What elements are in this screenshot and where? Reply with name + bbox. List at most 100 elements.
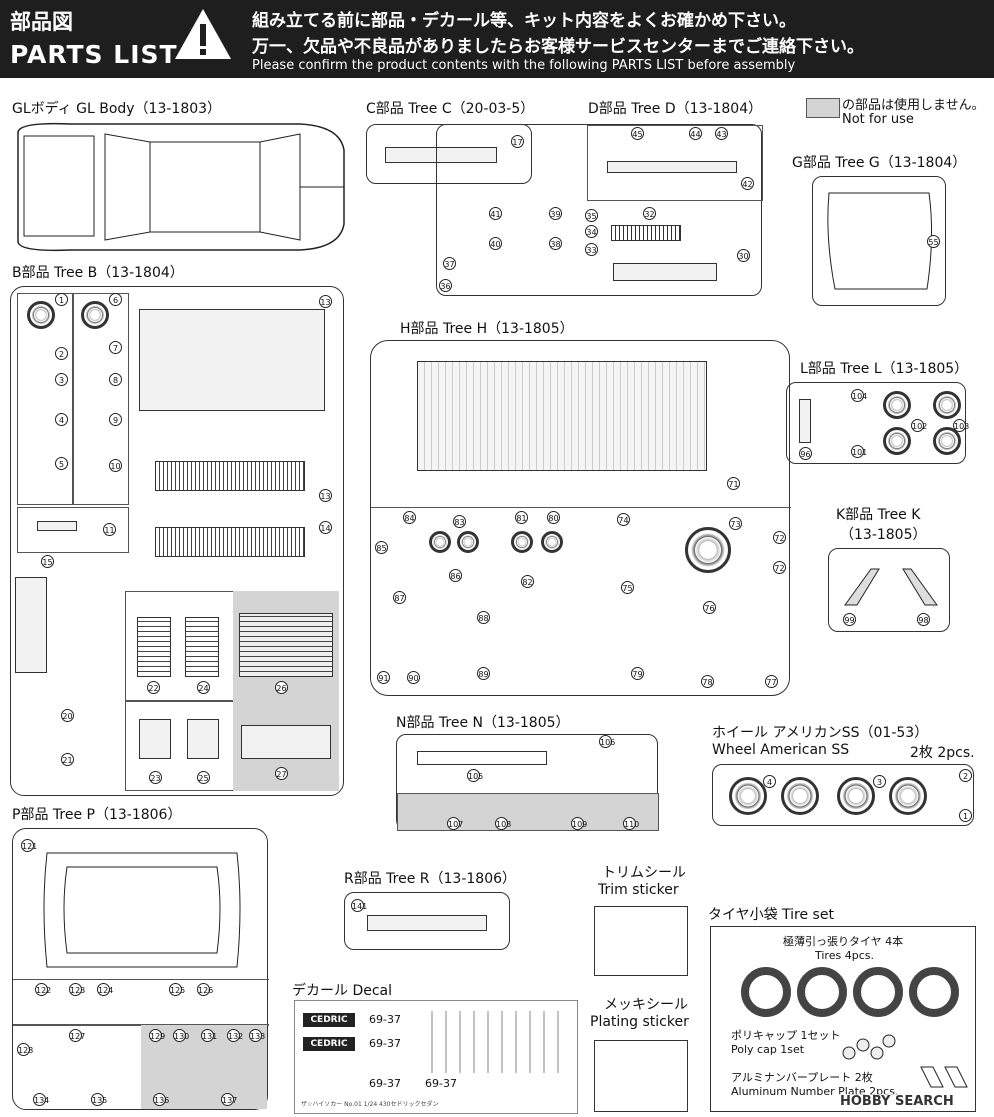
part-number: 123 <box>69 983 85 996</box>
part-number: 2 <box>55 347 68 360</box>
part-number: 4 <box>55 413 68 426</box>
tree-c-frame: 17 <box>366 124 532 184</box>
part-number: 132 <box>227 1029 243 1042</box>
part-seat <box>185 617 219 677</box>
decal-marks <box>425 1011 565 1073</box>
part-number: 129 <box>149 1029 165 1042</box>
trim-sticker-en: Trim sticker <box>598 882 679 898</box>
part-number: 79 <box>631 667 644 680</box>
polycap-icon <box>842 1034 896 1060</box>
tree-label-g: G部品 Tree G（13-1804） <box>792 155 967 171</box>
part-number: 127 <box>69 1029 85 1042</box>
part-number: 2 <box>959 769 972 782</box>
part-number: 96 <box>799 447 812 460</box>
part-number: 109 <box>571 817 587 830</box>
part-number: 98 <box>917 613 930 626</box>
decal-plate: 69-37 <box>369 1077 401 1090</box>
part-number: 87 <box>393 591 406 604</box>
tree-label-h: H部品 Tree H（13-1805） <box>400 321 574 337</box>
part-wheel <box>729 777 767 815</box>
part-number: 90 <box>407 671 420 684</box>
part-number: 9 <box>109 413 122 426</box>
part-number: 121 <box>21 839 37 852</box>
part-number: 88 <box>477 611 490 624</box>
part-number: 23 <box>149 771 162 784</box>
part-small <box>37 521 77 531</box>
part-bar <box>417 751 547 765</box>
part-number: 104 <box>851 389 867 402</box>
tree-label-b: B部品 Tree B（13-1804） <box>12 265 184 281</box>
part-number: 76 <box>703 601 716 614</box>
numberplate-jp: アルミナンバープレート 2枚 <box>731 1071 873 1084</box>
part-number: 30 <box>737 249 750 262</box>
part-number: 75 <box>621 581 634 594</box>
numberplate-icon <box>920 1066 968 1088</box>
part-number: 3 <box>873 775 886 788</box>
part-number: 103 <box>953 419 969 432</box>
part-number: 106 <box>599 735 615 748</box>
part-number: 8 <box>109 373 122 386</box>
part-tire <box>797 967 847 1017</box>
part-number: 72 <box>773 531 786 544</box>
header-bar: 部品図 PARTS LIST 組み立てる前に部品・デカール等、キット内容をよくお… <box>0 0 994 78</box>
tree-r-frame: 141 <box>344 892 510 950</box>
part-number: 125 <box>169 983 185 996</box>
part-number: 25 <box>197 771 210 784</box>
tree-n-frame: 105 106 107 108 109 110 <box>396 734 659 831</box>
part-number: 38 <box>549 237 562 250</box>
trim-sticker-sheet <box>594 906 688 976</box>
not-for-use-area <box>397 793 659 831</box>
part-seat-back <box>139 719 171 759</box>
part-wheel <box>883 427 911 455</box>
part-number: 78 <box>701 675 714 688</box>
part-grille-front <box>613 263 717 281</box>
part-number: 55 <box>927 235 940 248</box>
part-number: 34 <box>585 225 598 238</box>
part-number: 74 <box>617 513 630 526</box>
page-title-jp: 部品図 <box>10 10 73 34</box>
part-chassis <box>417 361 707 471</box>
part-roof <box>43 852 241 968</box>
part-side-panel <box>15 577 47 673</box>
part-number: 27 <box>275 767 288 780</box>
polycap-en: Poly cap 1set <box>731 1043 805 1056</box>
part-number: 37 <box>443 257 456 270</box>
tree-b-frame: 1 2 3 4 5 6 7 8 9 10 13 11 13 14 15 20 2… <box>10 286 344 796</box>
wheel-frame: 4 3 2 1 <box>712 764 974 826</box>
decal-logo-cedric: CEDRIC <box>303 1037 355 1051</box>
part-number: 107 <box>447 817 463 830</box>
part-number: 39 <box>549 207 562 220</box>
warning-icon <box>175 9 231 59</box>
tires-jp: 極薄引っ張りタイヤ 4本 <box>783 935 904 948</box>
not-for-use-swatch <box>806 98 840 118</box>
tireset-label: タイヤ小袋 Tire set <box>708 907 834 923</box>
part-number: 24 <box>197 681 210 694</box>
part-number: 133 <box>249 1029 265 1042</box>
tree-b-col2 <box>73 293 129 505</box>
part-wheel <box>889 777 927 815</box>
page-title-en: PARTS LIST <box>10 40 178 69</box>
part-number: 135 <box>91 1093 107 1106</box>
part-steering-wheel <box>27 301 55 329</box>
part-wheel <box>781 777 819 815</box>
part-number: 73 <box>729 517 742 530</box>
plating-sticker-jp: メッキシール <box>604 997 688 1013</box>
tree-p-row1 <box>13 979 269 1025</box>
part-seat-back <box>187 719 219 759</box>
part-number: 89 <box>477 667 490 680</box>
part-number: 26 <box>275 681 288 694</box>
tree-k-frame: 99 98 <box>828 548 950 632</box>
tree-label-body: GLボディ GL Body（13-1803） <box>12 101 222 117</box>
tree-label-n: N部品 Tree N（13-1805） <box>396 715 570 731</box>
tree-label-k-code: （13-1805） <box>840 527 927 543</box>
part-number: 108 <box>495 817 511 830</box>
plating-sticker-sheet <box>594 1040 688 1112</box>
part-number: 17 <box>511 135 524 148</box>
part-number: 21 <box>61 753 74 766</box>
wheel-qty: 2枚 2pcs. <box>910 745 975 761</box>
part-brake-disc <box>685 527 731 573</box>
part-number: 42 <box>741 177 754 190</box>
part-number: 84 <box>403 511 416 524</box>
notice-line-en: Please confirm the product contents with… <box>252 58 796 73</box>
part-drum <box>511 531 533 553</box>
